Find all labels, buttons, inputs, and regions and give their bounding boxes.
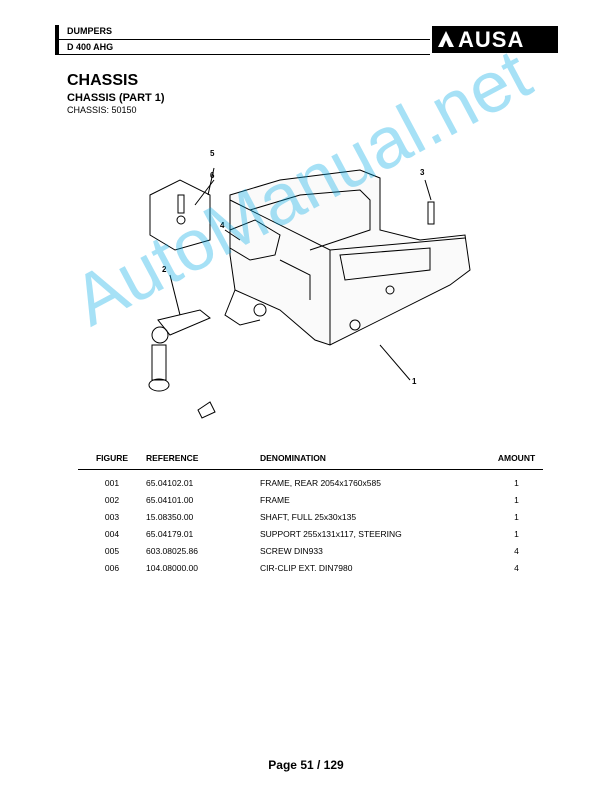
- page-subtitle: CHASSIS (PART 1): [67, 92, 165, 104]
- cell-amount: 4: [514, 563, 519, 573]
- parts-table: FIGURE REFERENCE DENOMINATION AMOUNT 001…: [78, 450, 543, 577]
- cell-denomination: SCREW DIN933: [260, 546, 323, 556]
- page-number: Page 51 / 129: [268, 758, 344, 772]
- cell-amount: 4: [514, 546, 519, 556]
- table-row: 003 15.08350.00 SHAFT, FULL 25x30x135 1: [78, 509, 543, 526]
- cell-figure: 004: [104, 529, 120, 539]
- header-amount: AMOUNT: [490, 450, 543, 470]
- header-denomination: DENOMINATION: [260, 450, 490, 470]
- header-section: DUMPERS: [67, 26, 113, 36]
- cell-figure: 006: [104, 563, 120, 573]
- brand-logo: AUSA: [432, 26, 558, 53]
- cell-amount: 1: [514, 478, 519, 488]
- chassis-code: CHASSIS: 50150: [67, 105, 137, 115]
- table-row: 001 65.04102.01 FRAME, REAR 2054x1760x58…: [78, 470, 543, 493]
- brand-name: AUSA: [458, 27, 525, 52]
- table-row: 002 65.04101.00 FRAME 1: [78, 492, 543, 509]
- cell-reference: 65.04102.01: [146, 478, 194, 488]
- header-model: D 400 AHG: [67, 42, 114, 52]
- cell-denomination: CIR-CLIP EXT. DIN7980: [260, 563, 353, 573]
- cell-reference: 15.08350.00: [146, 512, 194, 522]
- table-row: 005 603.08025.86 SCREW DIN933 4: [78, 543, 543, 560]
- header-reference: REFERENCE: [146, 450, 260, 470]
- page-title: CHASSIS: [67, 72, 139, 89]
- cell-amount: 1: [514, 512, 519, 522]
- cell-amount: 1: [514, 529, 519, 539]
- header-underline: [55, 54, 430, 55]
- cell-figure: 001: [104, 478, 120, 488]
- table-row: 006 104.08000.00 CIR-CLIP EXT. DIN7980 4: [78, 560, 543, 577]
- cell-figure: 002: [104, 495, 120, 505]
- cell-denomination: FRAME: [260, 495, 290, 505]
- cell-denomination: SHAFT, FULL 25x30x135: [260, 512, 357, 522]
- callout-6: 6: [210, 171, 215, 180]
- parts-table-header: FIGURE REFERENCE DENOMINATION AMOUNT: [78, 450, 543, 470]
- callout-1: 1: [412, 377, 417, 386]
- cell-figure: 005: [104, 546, 120, 556]
- cell-reference: 65.04179.01: [146, 529, 194, 539]
- cell-denomination: SUPPORT 255x131x117, STEERING: [260, 529, 402, 539]
- cell-denomination: FRAME, REAR 2054x1760x585: [260, 478, 381, 488]
- header-bar: [55, 25, 59, 55]
- callout-5: 5: [210, 149, 215, 158]
- logo-arrow-icon: [438, 31, 454, 47]
- callout-3: 3: [420, 168, 425, 177]
- callout-4: 4: [220, 221, 225, 230]
- table-row: 004 65.04179.01 SUPPORT 255x131x117, STE…: [78, 526, 543, 543]
- callout-2: 2: [162, 265, 167, 274]
- header-figure: FIGURE: [78, 450, 146, 470]
- cell-reference: 65.04101.00: [146, 495, 194, 505]
- cell-figure: 003: [104, 512, 120, 522]
- header-divider: [55, 39, 430, 40]
- cell-amount: 1: [514, 495, 519, 505]
- cell-reference: 603.08025.86: [146, 546, 198, 556]
- chassis-exploded-diagram: 5 6 4 3 2 1: [148, 149, 471, 419]
- cell-reference: 104.08000.00: [146, 563, 198, 573]
